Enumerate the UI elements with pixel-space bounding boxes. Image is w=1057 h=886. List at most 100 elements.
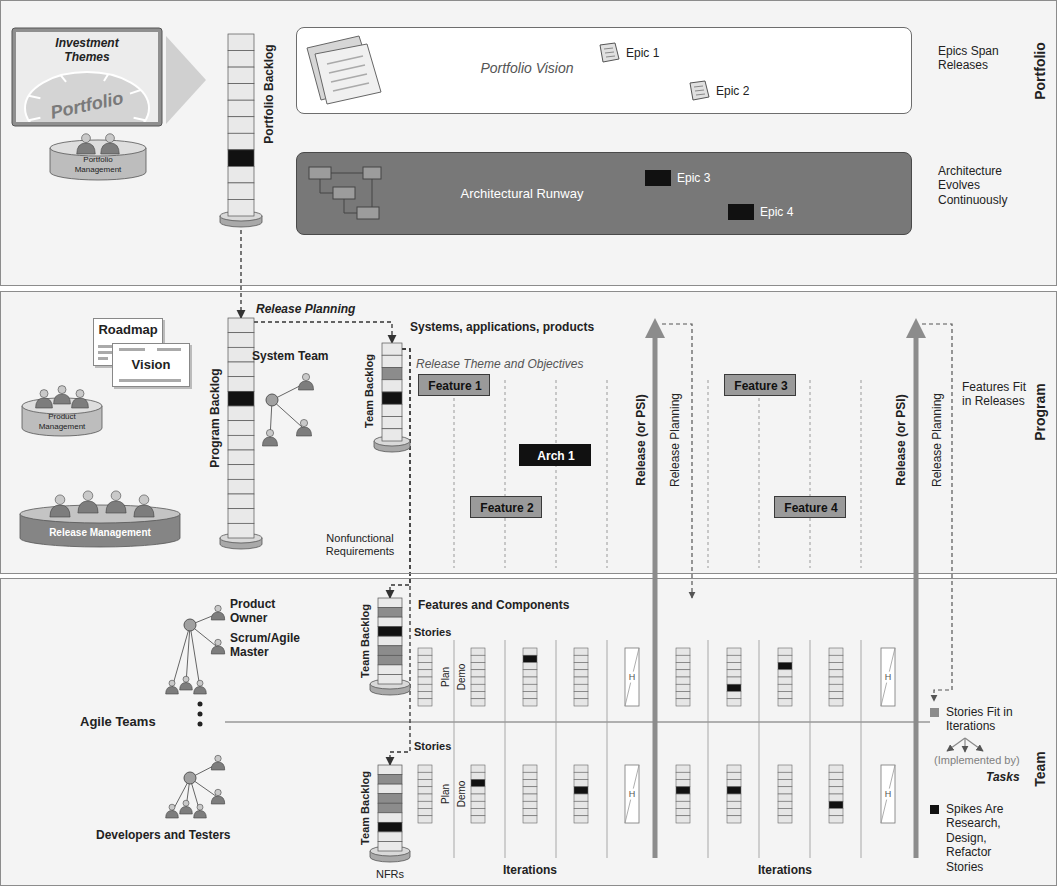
story-cell: [676, 663, 690, 670]
story-cell: [829, 787, 843, 794]
story-cell: [418, 692, 432, 699]
person-icon: [180, 676, 193, 690]
backlog-item: [382, 429, 402, 441]
person-body: [180, 807, 193, 815]
hardening-slash: [625, 765, 639, 823]
story-cell: [829, 663, 843, 670]
story-cell: [727, 684, 741, 691]
story-cell: [676, 655, 690, 662]
flowchart-box: [357, 207, 379, 219]
story-cell: [418, 787, 432, 794]
axis-label: Iterations: [503, 863, 557, 877]
person-icon: [54, 386, 71, 404]
release-label: Release (or PSI): [634, 394, 648, 485]
release-planning-label-anchor: Release Planning: [668, 393, 682, 487]
note-text-anchor: Tasks: [986, 770, 1020, 784]
story-cell: [574, 765, 588, 772]
feature-column-line: [505, 380, 506, 568]
story-cell: [676, 677, 690, 684]
platform-label-anchor: Portfolio Management: [66, 155, 130, 174]
person-icon: [262, 429, 277, 446]
backlog-item: [228, 362, 254, 377]
backlog-item: [382, 355, 402, 367]
pie: [25, 72, 149, 122]
node-shape: [378, 765, 402, 851]
story-cell: [778, 809, 792, 816]
backlog-label-anchor: Team Backlog: [359, 771, 372, 845]
epic-document-icon: [600, 43, 619, 62]
release-label-anchor: Release (or PSI): [634, 394, 648, 485]
backlog-item: [228, 509, 254, 524]
document-icon: [315, 44, 381, 104]
story-cell: [778, 684, 792, 691]
epic-block: [728, 204, 754, 220]
band-label: Team: [1032, 751, 1049, 787]
feature-label: Feature 2: [480, 501, 533, 515]
story-cell: [471, 684, 485, 691]
story-cell: [418, 780, 432, 787]
feature-label: Feature 3: [734, 379, 787, 393]
story-cell: [574, 787, 588, 794]
epic-label: Epic 4: [760, 205, 793, 219]
story-cell: [418, 648, 432, 655]
note-text: Tasks: [986, 770, 1020, 784]
story-cell: [778, 787, 792, 794]
band-ground: [0, 0, 1057, 286]
person-head: [55, 495, 65, 505]
band-label-anchor: Program: [1032, 383, 1049, 441]
person-body: [166, 811, 179, 819]
backlog-item: [228, 421, 254, 436]
row-label: Stories: [414, 740, 451, 753]
epic-label: Epic 3: [677, 171, 710, 185]
iteration-backlog: [829, 648, 843, 706]
story-cell: [829, 684, 843, 691]
document-line: [333, 83, 369, 91]
person-icon: [180, 800, 193, 814]
story-cell: [418, 772, 432, 779]
feature-label-anchor: Arch 1: [537, 449, 574, 463]
document-line: [605, 52, 614, 53]
portfolio-band: PortfolioInvestment ThemesPortfolio Mana…: [0, 0, 1057, 286]
backlog-item: [228, 34, 254, 51]
story-cell: [418, 801, 432, 808]
story-cell: [418, 663, 432, 670]
person-body: [78, 501, 98, 513]
feature-box: Feature 3: [724, 374, 796, 396]
story-cell: [727, 801, 741, 808]
person-icon: [78, 491, 98, 513]
story-cell: [523, 794, 537, 801]
platform-label-anchor: Release Management: [49, 527, 151, 539]
person-head: [139, 495, 149, 505]
story-cell: [523, 801, 537, 808]
story-cell: [471, 780, 485, 787]
row-label-anchor: Stories: [414, 626, 451, 639]
person-icon: [50, 495, 70, 517]
backlog-item: [228, 199, 254, 216]
feature-column-line: [454, 380, 455, 568]
release-arrow-head: [645, 318, 665, 338]
epic-label-anchor: Epic 1: [626, 46, 659, 60]
runway-panel: Architectural RunwayEpic 3Epic 4: [296, 152, 912, 235]
band-ground: [0, 578, 1057, 886]
story-cell: [829, 655, 843, 662]
task-arrow: [964, 738, 965, 752]
backlog-item: [378, 608, 402, 618]
person-head: [111, 491, 121, 501]
feature-label: Feature 1: [428, 379, 481, 393]
hardening-iteration: [625, 648, 639, 706]
node-shape: [228, 318, 254, 538]
team-divider: [225, 721, 930, 723]
task-arrow: [947, 738, 965, 751]
iteration-backlog: [676, 648, 690, 706]
story-cell: [727, 780, 741, 787]
person-icon: [194, 680, 207, 694]
team-label: System Team: [252, 349, 328, 363]
backlog-item: [382, 404, 402, 416]
person-icon: [296, 419, 311, 436]
backlog-stack: Team Backlog: [378, 598, 402, 684]
flow-connector: [254, 322, 392, 343]
legend-text: Spikes Are Research, Design, Refactor St…: [946, 802, 1024, 874]
person-body: [211, 762, 224, 770]
document-line: [119, 348, 145, 351]
